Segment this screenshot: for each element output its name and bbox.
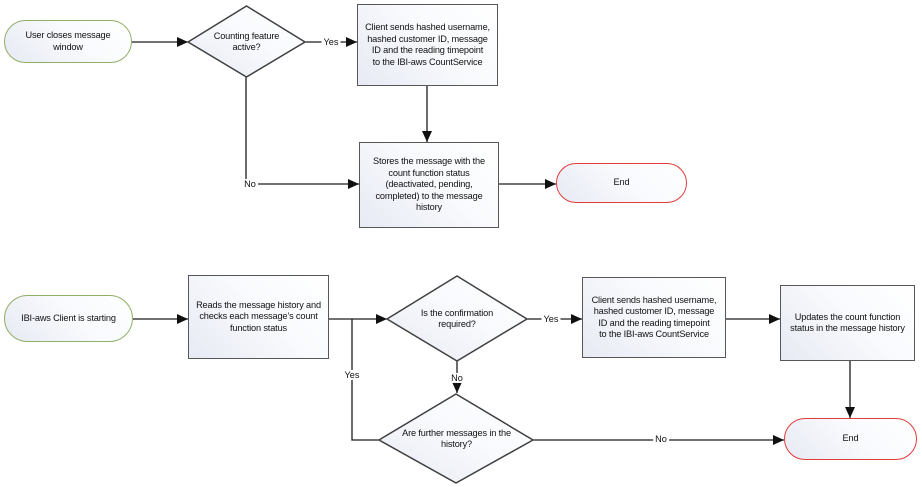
decision-counting-active: Counting feature active? (213, 30, 280, 53)
decision-confirmation-required: Is the confirmation required? (420, 307, 494, 330)
edge-label-no-confirmation: No (449, 372, 465, 384)
decision-confirmation-required-shape (385, 275, 529, 362)
edge-label-no-counting: No (242, 178, 258, 190)
edge-label-yes-confirmation: Yes (541, 313, 561, 325)
edge-label-no-further: No (653, 433, 669, 445)
end-terminal-bottom: End (784, 418, 917, 460)
edge-label-yes-counting: Yes (321, 36, 341, 48)
process-stores-message: Stores the message with the count functi… (359, 142, 499, 228)
start-client-starting: IBI-aws Client is starting (4, 295, 133, 342)
edge-counting-no-to-store (245, 77, 359, 189)
decision-counting-active-shape (186, 5, 307, 78)
decision-further-messages-shape (377, 393, 535, 484)
process-client-sends-top: Client sends hashed username, hashed cus… (357, 4, 498, 86)
edge-further-yes-return (351, 319, 379, 441)
decision-further-messages: Are further messages in the history? (402, 427, 511, 450)
edge-label-yes-further: Yes (342, 369, 362, 381)
end-terminal-top: End (556, 163, 687, 203)
process-updates-status: Updates the count function status in the… (780, 285, 915, 361)
start-user-closes: User closes message window (4, 20, 132, 63)
process-reads-history: Reads the message history and checks eac… (188, 275, 329, 359)
process-client-sends-bottom: Client sends hashed username, hashed cus… (582, 277, 726, 358)
